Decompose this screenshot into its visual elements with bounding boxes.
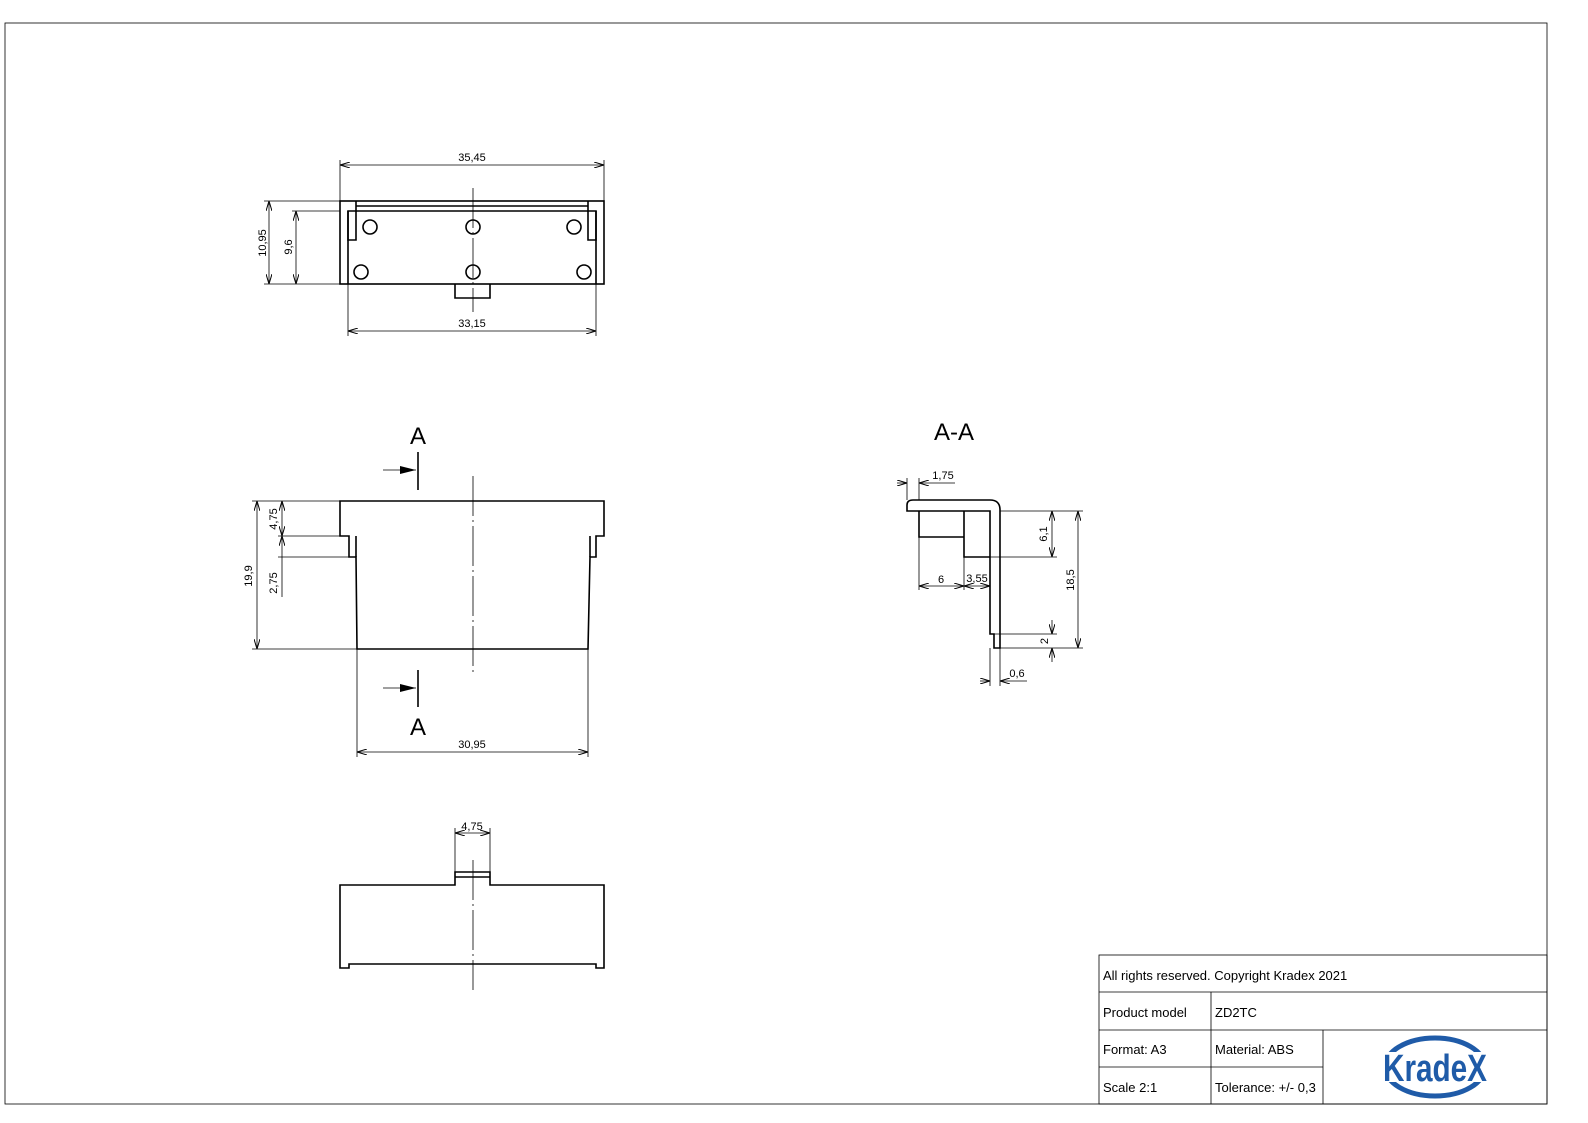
dim-gap: 3,55 (966, 573, 987, 585)
dim-section-height: 18,5 (1065, 569, 1077, 590)
dim-inner-width: 33,15 (458, 318, 486, 330)
product-model-value: ZD2TC (1215, 1005, 1257, 1020)
sheet-border (4, 22, 1548, 1105)
dim-width: 30,95 (458, 739, 486, 751)
section-view-a-a: A-A 1,75 6,1 18,5 6 3,55 2 0,6 (897, 419, 1083, 686)
dim-overall-height: 10,95 (257, 229, 269, 257)
section-label-a-top: A (410, 423, 426, 450)
dim-rib-height: 6,1 (1038, 526, 1050, 541)
section-label-a-bottom: A (410, 714, 426, 741)
format-text: Format: A3 (1103, 1042, 1167, 1057)
top-view: 35,45 33,15 10,95 9,6 (257, 152, 605, 336)
copyright-text: All rights reserved. Copyright Kradex 20… (1103, 968, 1347, 983)
tolerance-text: Tolerance: +/- 0,3 (1215, 1080, 1316, 1095)
dim-wall: 0,6 (1009, 668, 1024, 680)
dim-flange: 1,75 (932, 470, 953, 482)
mounting-holes (353, 219, 592, 280)
dim-step: 2,75 (268, 572, 280, 593)
section-marker-top: A (383, 423, 426, 490)
product-model-label: Product model (1103, 1005, 1187, 1020)
dim-step-section: 2 (1039, 638, 1051, 644)
dim-height: 19,9 (243, 565, 255, 586)
title-block: All rights reserved. Copyright Kradex 20… (1098, 954, 1548, 1105)
scale-text: Scale 2:1 (1103, 1080, 1157, 1095)
logo-text: KradeX (1383, 1048, 1488, 1090)
dim-overall-width: 35,45 (458, 152, 486, 164)
bottom-view: 4,75 (339, 821, 605, 990)
material-text: Material: ABS (1215, 1042, 1294, 1057)
front-view: A A 19,9 4,75 2,75 30,95 (243, 423, 605, 757)
section-title: A-A (934, 419, 974, 446)
dim-lip: 4,75 (268, 508, 280, 529)
dim-tab-width: 4,75 (461, 821, 482, 833)
kradex-logo: KradeX (1380, 1035, 1492, 1099)
dim-inner-height: 9,6 (283, 239, 295, 254)
dim-rib-width: 6 (938, 574, 944, 586)
section-marker-bottom: A (383, 670, 426, 741)
